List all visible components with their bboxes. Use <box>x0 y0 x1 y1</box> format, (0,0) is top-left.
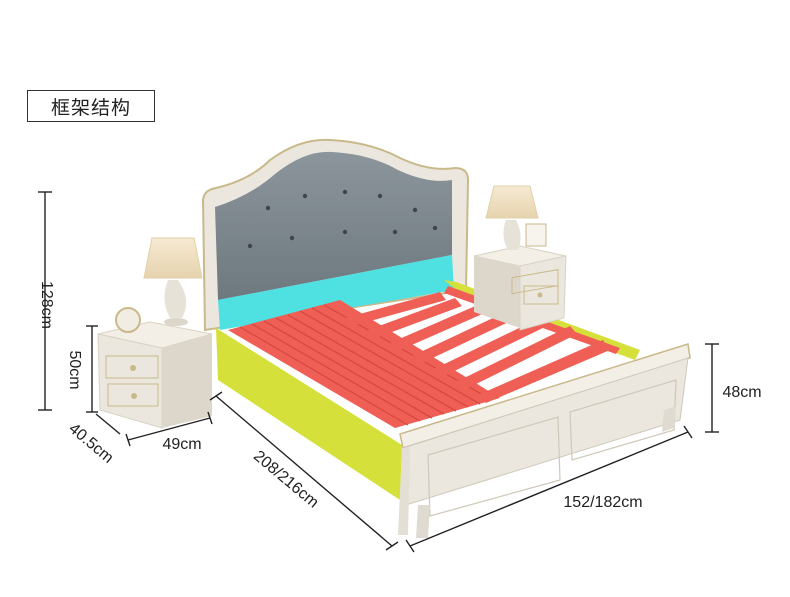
section-title: 框架结构 <box>27 90 155 122</box>
right-nightstand <box>473 185 567 331</box>
cyan-headboard-rail <box>218 255 454 330</box>
label-bed-width: 152/182cm <box>563 494 642 511</box>
label-bed-length: 208/216cm <box>250 448 322 512</box>
label-nightstand-width: 49cm <box>162 436 201 453</box>
label-footboard-height: 48cm <box>722 384 761 401</box>
label-nightstand-depth: 40.5cm <box>65 420 116 467</box>
label-nightstand-height: 50cm <box>66 350 83 389</box>
dimension-lines <box>38 191 719 553</box>
headboard <box>201 138 470 332</box>
label-height-total: 128cm <box>38 281 55 329</box>
footboard <box>398 343 691 538</box>
left-nightstand <box>97 237 213 429</box>
